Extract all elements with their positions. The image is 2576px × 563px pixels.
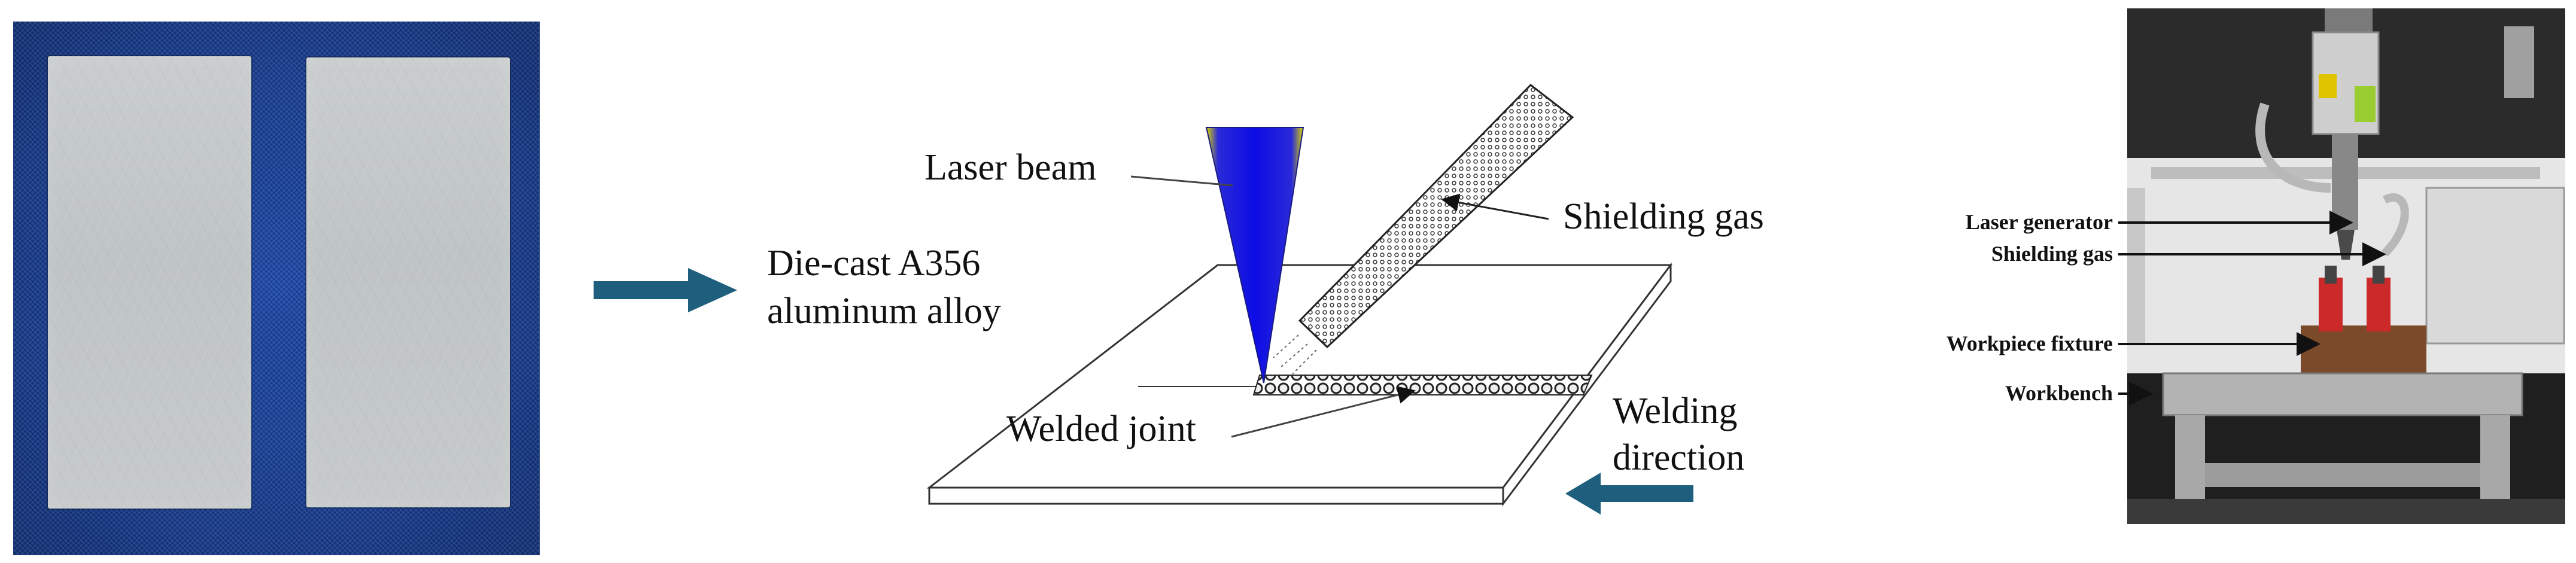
welding-direction-arrow xyxy=(1565,473,1693,515)
welding-direction-line1: Welding xyxy=(1613,391,1738,431)
shielding-gas-leader xyxy=(1441,193,1549,220)
shielding-gas-photo-label: Shielding gas xyxy=(1991,242,2113,266)
welded-joint-label: Welded joint xyxy=(1006,409,1196,449)
laser-beam-cone xyxy=(1205,127,1304,384)
welded-bead xyxy=(1252,375,1593,395)
welding-equipment-photo xyxy=(2127,8,2565,524)
material-label-line2: aluminum alloy xyxy=(767,291,1001,331)
laser-beam-leader xyxy=(1130,175,1233,187)
welding-direction-line2: direction xyxy=(1613,437,1745,478)
shielding-gas-label: Shielding gas xyxy=(1563,196,1764,237)
shielding-gas-nozzle xyxy=(1273,83,1574,375)
laser-beam-label: Laser beam xyxy=(924,147,1097,188)
welded-joint-leader xyxy=(1231,386,1416,438)
workpiece-fixture-label: Workpiece fixture xyxy=(1946,331,2113,355)
aluminum-plate-right xyxy=(306,57,510,507)
equipment-illustration xyxy=(2127,8,2565,524)
workbench-label: Workbench xyxy=(2005,381,2113,405)
laser-generator-label: Laser generator xyxy=(1965,210,2113,234)
aluminum-plate-left xyxy=(48,56,251,509)
aluminum-plates-photo xyxy=(13,22,540,555)
flow-arrow xyxy=(594,268,737,312)
material-label-line1: Die-cast A356 xyxy=(767,243,981,284)
